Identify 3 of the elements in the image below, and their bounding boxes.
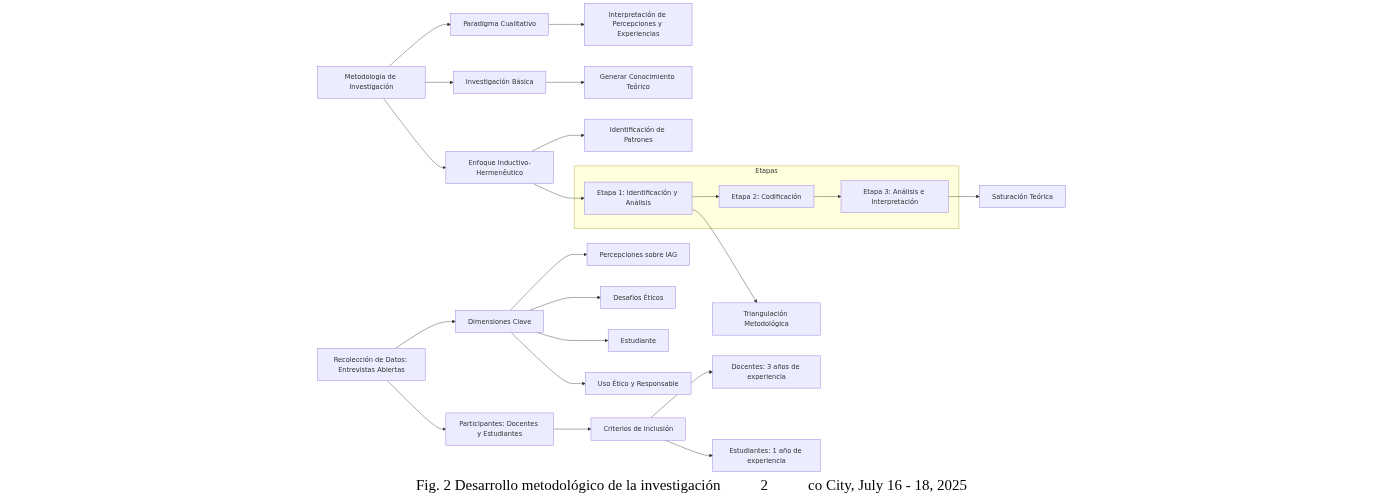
footer-text: co City, July 16 - 18, 2025 [808,477,968,494]
footer-text: 2 [760,477,768,494]
figure-caption: Fig. 2 Desarrollo metodológico de la investigación [415,477,721,494]
